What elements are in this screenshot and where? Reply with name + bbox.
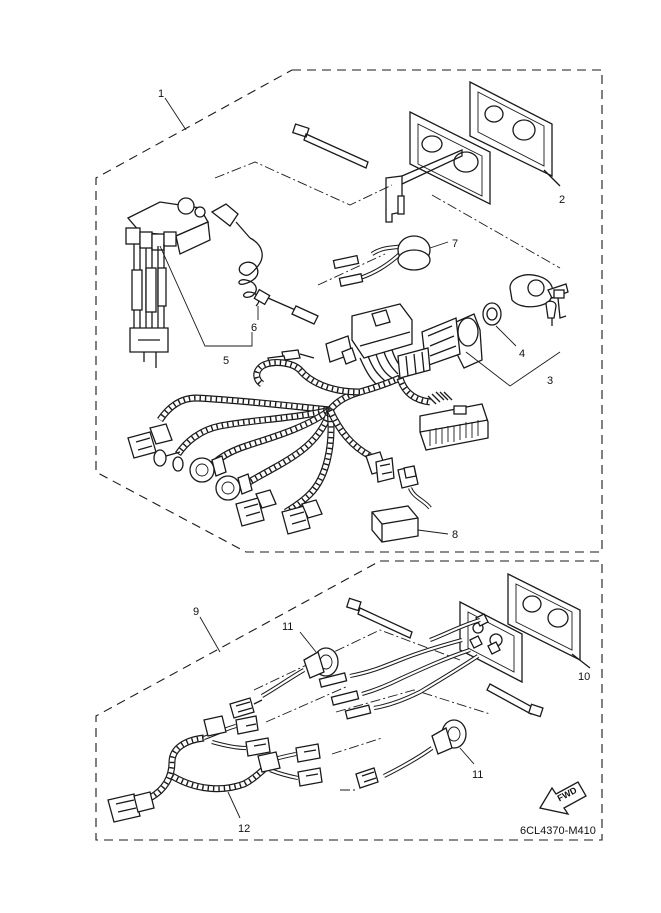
leader-8 xyxy=(417,529,449,535)
multi-pin-connector xyxy=(419,391,489,451)
relay-part-8 xyxy=(371,465,432,543)
callout-5: 5 xyxy=(223,355,229,367)
alignment-line-upper-a xyxy=(214,161,393,206)
callout-11-lower: 11 xyxy=(472,769,483,781)
leader-1 xyxy=(164,97,187,131)
round-connector-part-11-lower xyxy=(355,719,467,789)
cable-tie-lower-b xyxy=(486,683,544,718)
callout-10: 10 xyxy=(578,671,590,683)
fwd-arrow-icon: FWD xyxy=(538,781,587,815)
alignment-line-lower-d xyxy=(331,737,383,755)
harness-12-connector-b xyxy=(203,715,271,757)
cable-plugs-lower xyxy=(318,672,372,720)
leader-4 xyxy=(495,325,517,347)
harness-connector-c xyxy=(235,489,277,527)
leader-3 xyxy=(465,351,561,387)
alignment-line-upper-c xyxy=(317,253,386,286)
lanyard-cord-part-6 xyxy=(210,203,319,325)
callout-8: 8 xyxy=(452,529,458,541)
harness-connector-a xyxy=(127,423,173,459)
twin-connector xyxy=(397,347,431,379)
drawing-code: 6CL4370-M410 xyxy=(520,825,596,837)
nut-part-4 xyxy=(482,302,502,326)
leader-11-upper xyxy=(299,631,317,653)
round-connector-part-11-upper xyxy=(229,647,339,719)
panel-cables xyxy=(349,617,481,711)
buzzer-part-7 xyxy=(332,235,431,287)
leader-5 xyxy=(159,245,253,347)
leader-9 xyxy=(199,616,221,653)
gasket-part-10 xyxy=(507,572,591,669)
main-switch-part-3 xyxy=(421,313,483,369)
callout-2: 2 xyxy=(559,194,565,206)
alignment-line-upper-b xyxy=(431,194,561,269)
callout-9: 9 xyxy=(193,606,199,618)
harness-connector-d xyxy=(281,499,323,535)
leader-7 xyxy=(429,241,449,249)
alignment-line-lower-a xyxy=(253,629,461,691)
leader-12 xyxy=(227,791,241,819)
cable-tie-upper xyxy=(291,123,369,169)
callout-11-upper: 11 xyxy=(282,621,293,633)
mounting-bracket xyxy=(385,110,491,223)
callout-12: 12 xyxy=(238,823,250,835)
alignment-line-lower-b xyxy=(265,685,349,723)
central-connector-block xyxy=(325,303,413,387)
round-connector-b xyxy=(215,473,253,501)
group-9-boundary xyxy=(95,560,603,841)
leader-11-lower xyxy=(459,747,475,765)
harness-12-connector-c xyxy=(257,743,323,787)
switch-panel-assembly xyxy=(125,197,211,368)
callout-6: 6 xyxy=(251,322,257,334)
harness-12-connector-main xyxy=(107,791,155,823)
group-1-boundary xyxy=(95,69,603,553)
key-switch xyxy=(509,274,569,326)
alignment-line-lower-c xyxy=(335,689,491,715)
gasket-part-2 xyxy=(469,80,561,187)
callout-4: 4 xyxy=(519,348,525,360)
harness-connector-b xyxy=(153,449,184,472)
harness-connector-e xyxy=(365,451,395,483)
callout-3: 3 xyxy=(547,375,553,387)
callout-1: 1 xyxy=(158,88,164,100)
callout-7: 7 xyxy=(452,238,458,250)
cable-tie-lower-a xyxy=(345,597,413,639)
round-connector-a xyxy=(189,455,227,483)
main-wire-harness xyxy=(157,359,431,515)
